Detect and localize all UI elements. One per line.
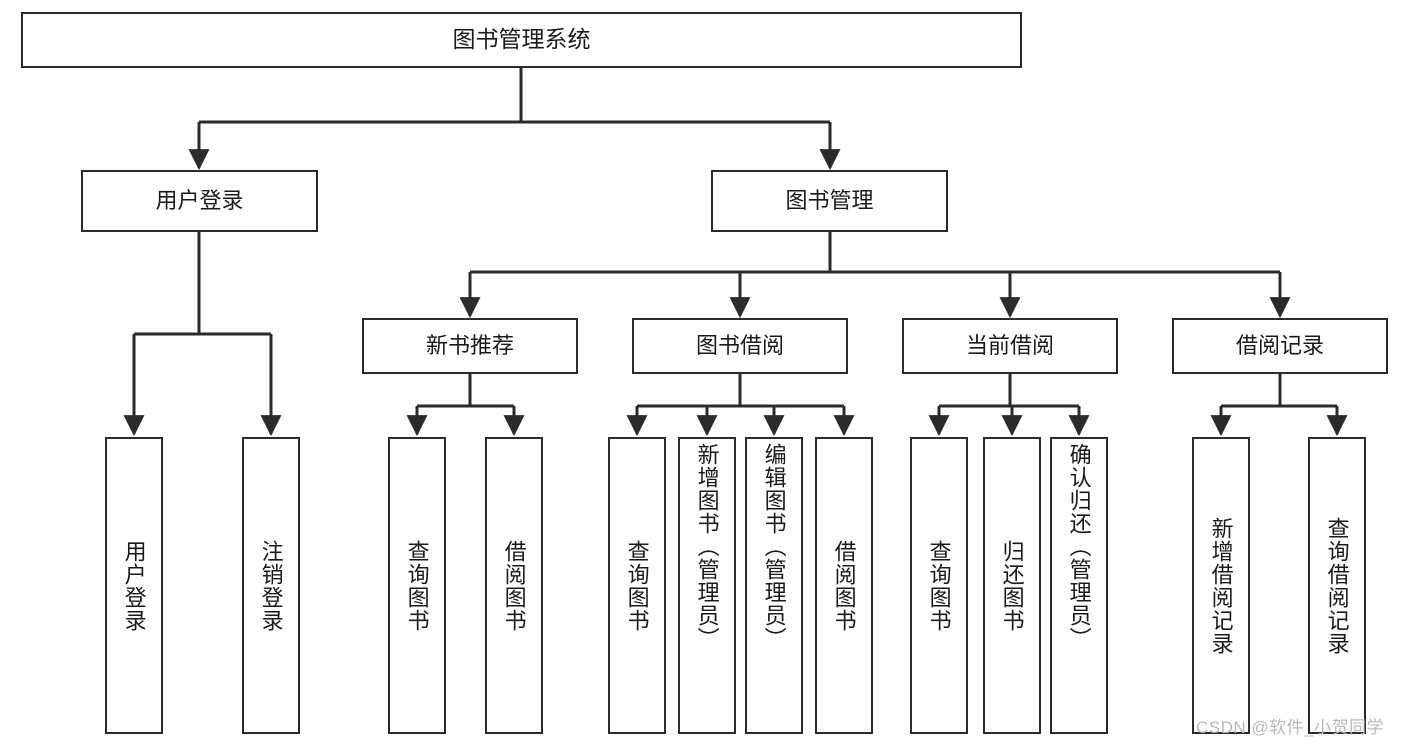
- leaf-logout[interactable]: 注销登录: [242, 437, 300, 734]
- leaf-query-book-recommend-label: 查询图书: [404, 539, 430, 632]
- leaf-add-borrow-record[interactable]: 新增借阅记录: [1192, 437, 1250, 734]
- leaf-user-login[interactable]: 用户登录: [105, 437, 163, 734]
- leaf-edit-book-admin-label: 编辑图书（管理员）: [761, 443, 787, 650]
- node-book-management[interactable]: 图书管理: [711, 170, 948, 232]
- leaf-add-borrow-record-label: 新增借阅记录: [1208, 516, 1234, 655]
- node-root[interactable]: 图书管理系统: [21, 12, 1022, 68]
- leaf-borrow-book-recommend-label: 借阅图书: [501, 539, 527, 632]
- leaf-return-book[interactable]: 归还图书: [983, 437, 1041, 734]
- node-user-login[interactable]: 用户登录: [81, 170, 318, 232]
- leaf-add-book-admin[interactable]: 新增图书（管理员）: [678, 437, 736, 734]
- leaf-query-borrow-record-label: 查询借阅记录: [1324, 516, 1350, 655]
- node-borrow-records-label: 借阅记录: [1235, 332, 1324, 358]
- node-current-borrow[interactable]: 当前借阅: [902, 318, 1118, 374]
- node-book-management-label: 图书管理: [785, 187, 874, 213]
- leaf-borrow-book-label: 借阅图书: [831, 539, 857, 632]
- leaf-query-borrow-record[interactable]: 查询借阅记录: [1308, 437, 1366, 734]
- leaf-add-book-admin-label: 新增图书（管理员）: [694, 443, 720, 650]
- leaf-user-login-label: 用户登录: [121, 539, 147, 632]
- watermark: CSDN @软件_小贺同学: [1196, 718, 1385, 737]
- leaf-query-book-borrow-label: 查询图书: [624, 539, 650, 632]
- node-user-login-label: 用户登录: [155, 187, 244, 213]
- node-current-borrow-label: 当前借阅: [965, 332, 1054, 358]
- leaf-logout-label: 注销登录: [258, 539, 284, 632]
- leaf-query-book-borrow[interactable]: 查询图书: [608, 437, 666, 734]
- node-new-book-recommend-label: 新书推荐: [425, 332, 514, 358]
- node-book-borrow-label: 图书借阅: [695, 332, 784, 358]
- leaf-confirm-return-admin-label: 确认归还（管理员）: [1066, 443, 1092, 650]
- leaf-borrow-book-recommend[interactable]: 借阅图书: [485, 437, 543, 734]
- leaf-query-book-current-label: 查询图书: [926, 539, 952, 632]
- leaf-query-book-current[interactable]: 查询图书: [910, 437, 968, 734]
- node-borrow-records[interactable]: 借阅记录: [1172, 318, 1388, 374]
- node-root-label: 图书管理系统: [452, 26, 591, 53]
- leaf-return-book-label: 归还图书: [999, 539, 1025, 632]
- leaf-query-book-recommend[interactable]: 查询图书: [388, 437, 446, 734]
- node-new-book-recommend[interactable]: 新书推荐: [362, 318, 578, 374]
- leaf-borrow-book[interactable]: 借阅图书: [815, 437, 873, 734]
- node-book-borrow[interactable]: 图书借阅: [632, 318, 848, 374]
- leaf-confirm-return-admin[interactable]: 确认归还（管理员）: [1050, 437, 1108, 734]
- leaf-edit-book-admin[interactable]: 编辑图书（管理员）: [745, 437, 803, 734]
